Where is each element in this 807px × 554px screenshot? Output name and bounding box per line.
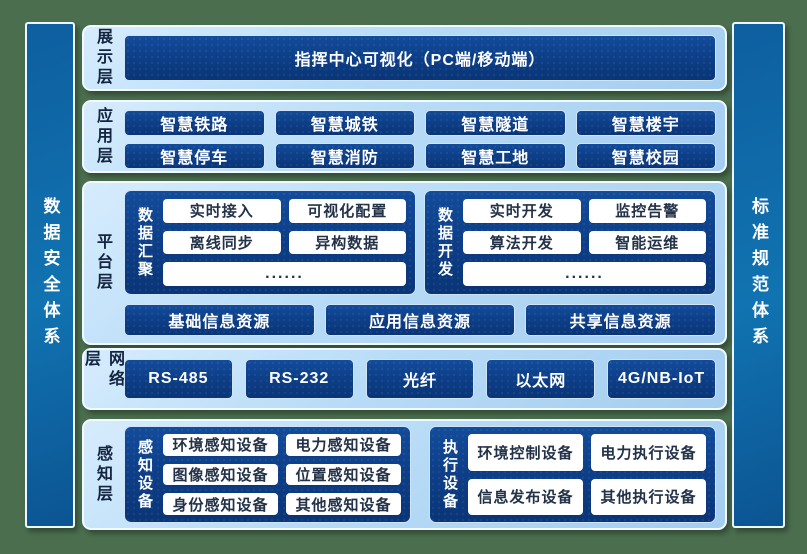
layer-network-content: RS-485 RS-232 光纤 以太网 4G/NB-IoT (120, 350, 725, 408)
layer-perception-content: 感知设备 环境感知设备 电力感知设备 图像感知设备 位置感知设备 身份感知设备 … (120, 421, 725, 528)
resource-box: 基础信息资源 (124, 304, 315, 336)
layer-display-label: 展示层 (84, 27, 120, 89)
network-box: 光纤 (365, 359, 475, 399)
device-box: 图像感知设备 (163, 463, 278, 486)
layer-perception-label-text: 感知层 (94, 444, 111, 505)
pillar-standards: 标准规范体系 (732, 22, 785, 528)
layer-network-label-text: 网络层 (82, 350, 123, 390)
group-sensing-devices-items: 环境感知设备 电力感知设备 图像感知设备 位置感知设备 身份感知设备 其他感知设… (163, 434, 401, 515)
layer-application-label-text: 应用层 (94, 106, 111, 167)
layer-perception: 感知层 感知设备 环境感知设备 电力感知设备 图像感知设备 位置感知设备 身份感… (82, 419, 727, 530)
group-sensing-devices-label: 感知设备 (136, 438, 153, 511)
device-box: 位置感知设备 (286, 463, 401, 486)
device-box: 其他执行设备 (591, 478, 706, 515)
device-box: 信息发布设备 (468, 478, 583, 515)
group-actuator-devices-items: 环境控制设备 电力执行设备 信息发布设备 其他执行设备 (468, 434, 706, 515)
layer-application-content: 智慧铁路 智慧城铁 智慧隧道 智慧楼宇 智慧停车 智慧消防 智慧工地 智慧校园 (120, 102, 725, 171)
app-box: 智慧城铁 (274, 110, 415, 136)
platform-groups: 数据汇聚 实时接入 可视化配置 离线同步 异构数据 ...... 数据开发 实时… (124, 190, 716, 295)
group-sensing-devices: 感知设备 环境感知设备 电力感知设备 图像感知设备 位置感知设备 身份感知设备 … (124, 426, 411, 523)
app-box: 智慧隧道 (425, 110, 566, 136)
pillar-standards-label: 标准规范体系 (749, 197, 768, 353)
layer-display: 展示层 指挥中心可视化（PC端/移动端） (82, 25, 727, 91)
network-box: RS-232 (244, 359, 354, 399)
platform-item: 异构数据 (288, 230, 406, 255)
resource-box: 应用信息资源 (324, 304, 516, 336)
network-box: 以太网 (486, 359, 596, 399)
layer-application-label: 应用层 (84, 102, 120, 171)
device-box: 身份感知设备 (163, 493, 278, 515)
layer-platform-content: 数据汇聚 实时接入 可视化配置 离线同步 异构数据 ...... 数据开发 实时… (120, 183, 725, 343)
group-actuator-devices-label: 执行设备 (441, 438, 458, 511)
app-box: 智慧校园 (575, 143, 716, 169)
platform-item: 可视化配置 (288, 199, 406, 223)
group-actuator-devices: 执行设备 环境控制设备 电力执行设备 信息发布设备 其他执行设备 (429, 426, 716, 523)
platform-item: 离线同步 (163, 230, 281, 255)
platform-item: 实时接入 (163, 199, 281, 223)
group-data-development-items: 实时开发 监控告警 算法开发 智能运维 ...... (463, 199, 706, 286)
platform-item: 智能运维 (588, 230, 706, 255)
group-data-development-label: 数据开发 (436, 206, 453, 279)
network-box: 4G/NB-IoT (607, 359, 716, 399)
platform-item: 算法开发 (463, 230, 581, 255)
platform-item-more: ...... (163, 262, 406, 286)
group-data-development: 数据开发 实时开发 监控告警 算法开发 智能运维 ...... (424, 190, 716, 295)
group-data-aggregation-label: 数据汇聚 (136, 206, 153, 279)
layer-network-label: 网络层 (82, 350, 123, 408)
layer-display-content: 指挥中心可视化（PC端/移动端） (120, 27, 725, 89)
platform-item: 监控告警 (588, 199, 706, 223)
resource-box: 共享信息资源 (525, 304, 717, 336)
layer-application: 应用层 智慧铁路 智慧城铁 智慧隧道 智慧楼宇 智慧停车 智慧消防 智慧工地 智… (82, 100, 727, 173)
platform-item: 实时开发 (463, 199, 581, 223)
pillar-data-security: 数据安全体系 (25, 22, 75, 528)
layer-platform-label-text: 平台层 (94, 233, 111, 293)
app-box: 智慧工地 (425, 143, 566, 169)
device-box: 环境感知设备 (163, 434, 278, 456)
group-data-aggregation-items: 实时接入 可视化配置 离线同步 异构数据 ...... (163, 199, 406, 286)
platform-resources: 基础信息资源 应用信息资源 共享信息资源 (124, 304, 717, 336)
app-box: 智慧停车 (124, 143, 265, 169)
device-box: 环境控制设备 (468, 434, 583, 471)
layer-network: 网络层 RS-485 RS-232 光纤 以太网 4G/NB-IoT (82, 348, 727, 410)
group-data-aggregation: 数据汇聚 实时接入 可视化配置 离线同步 异构数据 ...... (124, 190, 416, 295)
app-box: 智慧消防 (274, 143, 415, 169)
pillar-data-security-label: 数据安全体系 (40, 197, 60, 353)
command-center-visualization-box: 指挥中心可视化（PC端/移动端） (124, 35, 716, 81)
platform-item-more: ...... (463, 262, 706, 286)
device-box: 其他感知设备 (286, 493, 401, 515)
device-box: 电力感知设备 (286, 434, 401, 456)
device-box: 电力执行设备 (591, 434, 706, 471)
network-box: RS-485 (124, 359, 233, 399)
layer-display-label-text: 展示层 (94, 28, 111, 88)
app-box: 智慧楼宇 (575, 110, 716, 136)
layer-perception-label: 感知层 (84, 421, 120, 528)
app-box: 智慧铁路 (124, 110, 265, 136)
layer-platform-label: 平台层 (84, 183, 120, 343)
layer-platform: 平台层 数据汇聚 实时接入 可视化配置 离线同步 异构数据 ...... 数据开… (82, 181, 727, 345)
